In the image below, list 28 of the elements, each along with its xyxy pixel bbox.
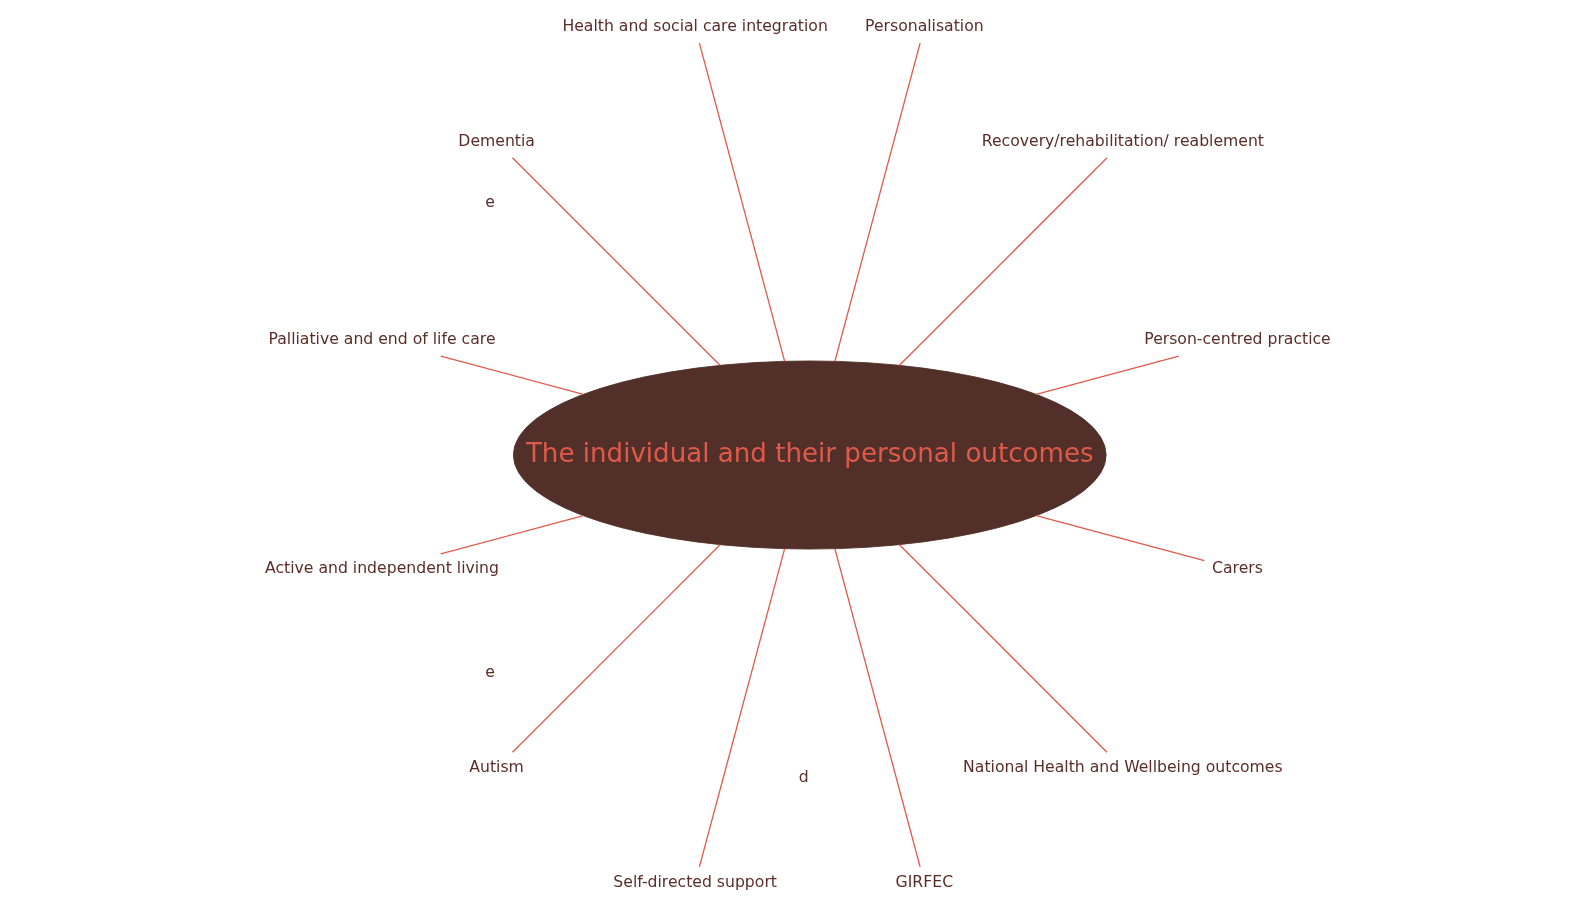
node-text: Active and independent living (265, 558, 499, 578)
connector (698, 42, 786, 362)
node-text: Autism (469, 756, 524, 776)
connector (440, 355, 584, 395)
connector (898, 157, 1108, 366)
connector (1035, 355, 1180, 395)
node-text: Recovery/rehabilitation/ reablement (981, 130, 1265, 150)
connector (898, 544, 1108, 753)
node-ellipse: The individual and their personal outcomes (512, 360, 1107, 550)
connector (511, 544, 721, 753)
node-text: Health and social care integration (562, 16, 828, 36)
connector (698, 548, 786, 868)
connector (834, 548, 921, 868)
connector (834, 42, 921, 362)
node-text: National Health and Wellbeing outcomes (963, 756, 1283, 776)
connector (440, 515, 584, 555)
label: d (798, 766, 809, 786)
connector (1035, 515, 1205, 562)
connector (511, 157, 721, 366)
node-text: Carers (1212, 558, 1263, 578)
node-text: Palliative and end of life care (268, 329, 496, 349)
node-text: Person-centred practice (1144, 329, 1331, 349)
node-text: Self-directed support (613, 871, 777, 891)
label: e (485, 192, 495, 212)
node-text: GIRFEC (895, 871, 954, 891)
label: e (485, 662, 495, 682)
node-text: Dementia (458, 130, 535, 150)
node-text: Personalisation (865, 16, 984, 36)
